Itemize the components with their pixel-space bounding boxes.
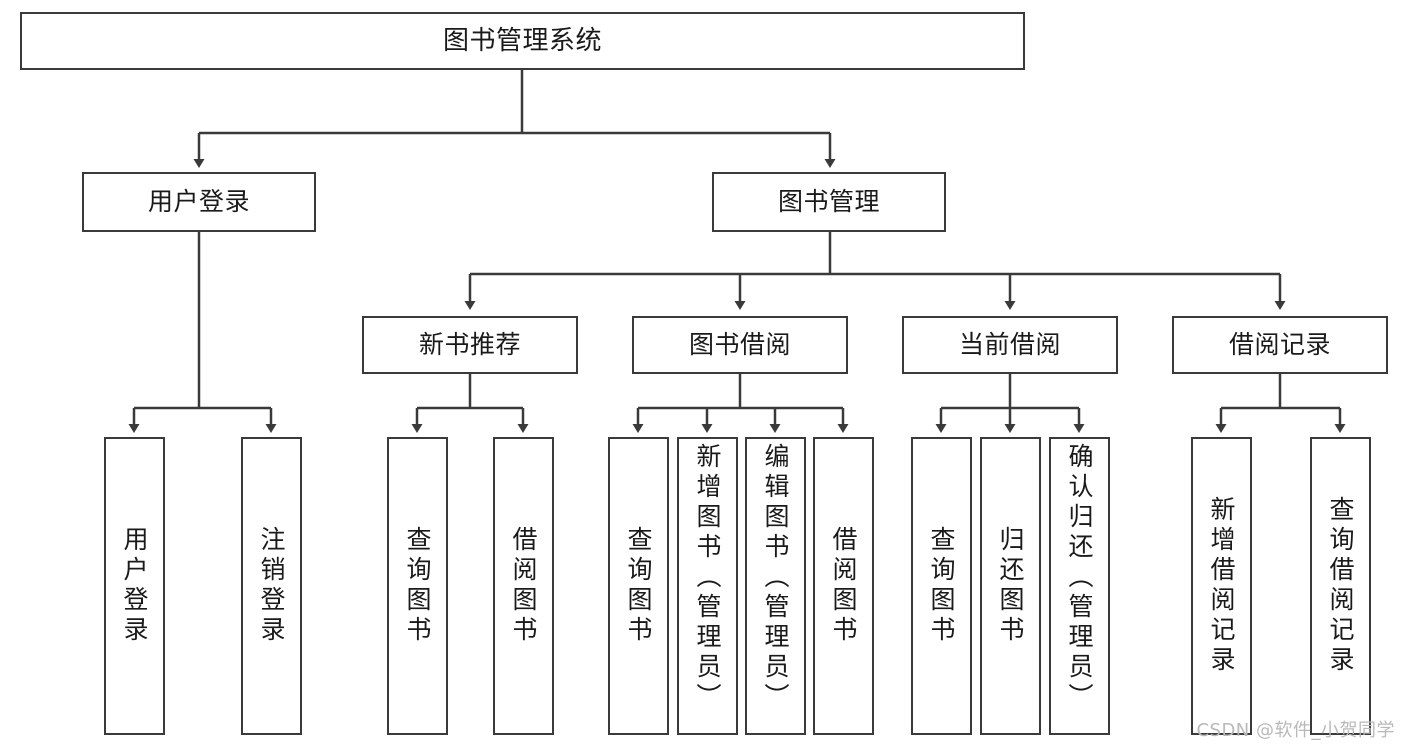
node-leaf-logout[interactable]: 注销登录 [241,437,302,735]
node-label: 查询借阅记录 [1326,496,1355,676]
node-leaf-edit-book[interactable]: 编辑图书（管理员） [745,437,806,735]
node-leaf-add-record[interactable]: 新增借阅记录 [1191,437,1252,735]
node-borrow-record[interactable]: 借阅记录 [1172,316,1388,374]
node-leaf-query-record[interactable]: 查询借阅记录 [1310,437,1371,735]
node-label: 图书借阅 [688,330,791,360]
node-book-borrow[interactable]: 图书借阅 [632,316,848,374]
node-label: 借阅记录 [1228,330,1331,360]
node-current-borrow[interactable]: 当前借阅 [902,316,1118,374]
node-label: 注销登录 [257,526,286,646]
node-root-book-management-system[interactable]: 图书管理系统 [20,12,1025,70]
node-label: 借阅图书 [829,526,858,646]
node-leaf-borrow-book-1[interactable]: 借阅图书 [493,437,554,735]
node-label: 查询图书 [927,526,956,646]
node-label: 确认归还（管理员） [1065,443,1094,713]
node-leaf-query-book-1[interactable]: 查询图书 [387,437,448,735]
node-leaf-query-book-2[interactable]: 查询图书 [608,437,669,735]
node-leaf-query-book-3[interactable]: 查询图书 [911,437,972,735]
node-book-management[interactable]: 图书管理 [712,172,946,232]
node-label: 新增借阅记录 [1207,496,1236,676]
node-label: 归还图书 [996,526,1025,646]
node-label: 新增图书（管理员） [693,443,722,713]
node-leaf-user-login[interactable]: 用户登录 [104,437,165,735]
node-leaf-return-book[interactable]: 归还图书 [980,437,1041,735]
node-label: 新书推荐 [418,330,521,360]
node-user-login[interactable]: 用户登录 [82,172,316,232]
node-leaf-confirm-return[interactable]: 确认归还（管理员） [1049,437,1110,735]
node-label: 查询图书 [624,526,653,646]
node-leaf-add-book[interactable]: 新增图书（管理员） [677,437,738,735]
node-label: 借阅图书 [509,526,538,646]
node-label: 当前借阅 [958,330,1061,360]
node-label: 图书管理 [777,187,880,217]
node-leaf-borrow-book-2[interactable]: 借阅图书 [813,437,874,735]
node-label: 编辑图书（管理员） [761,443,790,713]
node-label: 用户登录 [147,187,250,217]
node-label: 用户登录 [120,526,149,646]
csdn-watermark: CSDN @软件_小贺同学 [1196,720,1395,741]
node-new-book-recommend[interactable]: 新书推荐 [362,316,578,374]
node-label: 图书管理系统 [442,25,602,56]
node-label: 查询图书 [403,526,432,646]
